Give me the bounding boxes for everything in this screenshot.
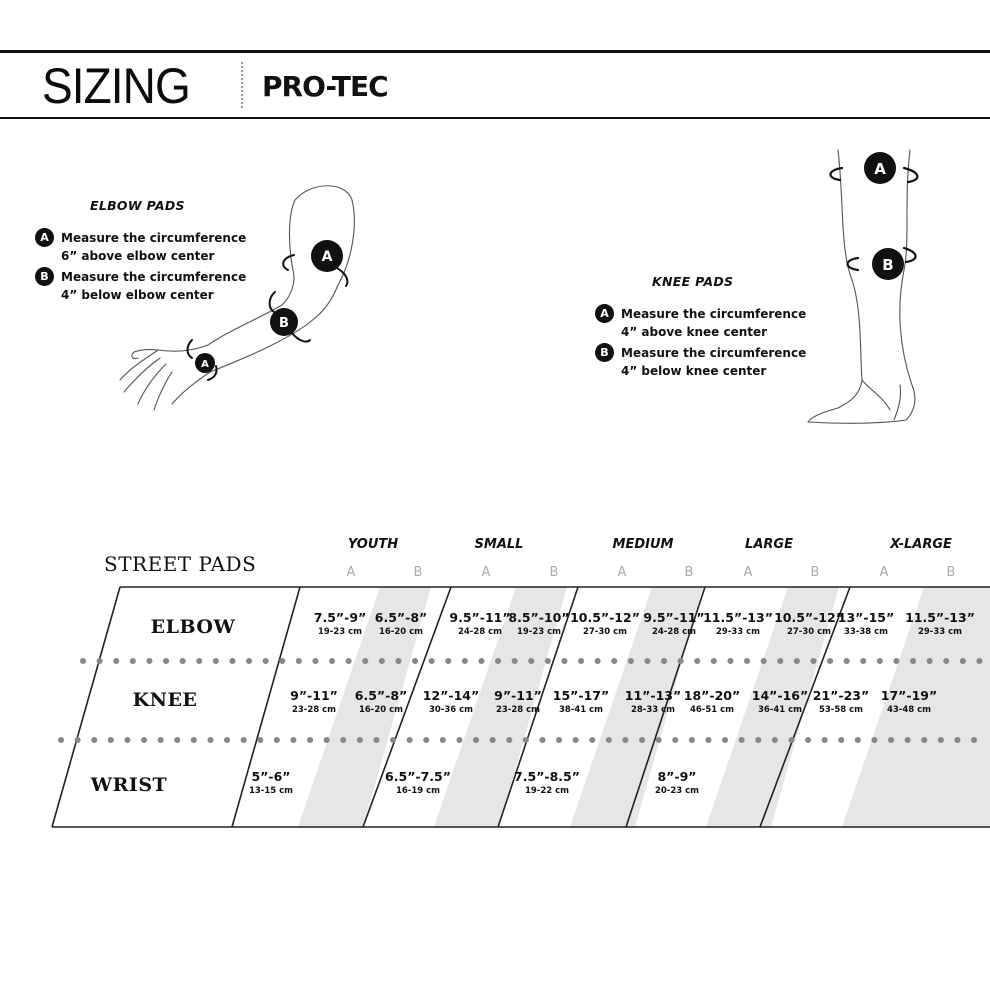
table-cell: 11.5”-13”29-33 cm bbox=[703, 610, 773, 637]
knee-step-b-text: Measure the circumference 4” below knee … bbox=[621, 346, 807, 378]
elbow-step-a-text: Measure the circumference 6” above elbow… bbox=[61, 231, 247, 263]
knee-pads-title: KNEE PADS bbox=[652, 274, 734, 289]
table-cell: 9”-11”23-28 cm bbox=[290, 688, 338, 715]
col-letter-a: A bbox=[481, 565, 491, 580]
elbow-pads-title: ELBOW PADS bbox=[90, 198, 185, 213]
row-label-wrist: WRIST bbox=[90, 774, 168, 796]
table-cell: 6.5”-8”16-20 cm bbox=[374, 610, 428, 637]
badge-a: A bbox=[595, 304, 614, 323]
table-cell: 8.5”-10”19-23 cm bbox=[508, 610, 570, 637]
col-letter-b: B bbox=[549, 565, 559, 580]
col-letter-a: A bbox=[879, 565, 889, 580]
table-cell: 7.5”-8.5”19-22 cm bbox=[514, 769, 580, 796]
table-cell: 5”-6”13-15 cm bbox=[248, 769, 294, 796]
col-letter-a: A bbox=[743, 565, 753, 580]
badge-a: A bbox=[35, 228, 54, 247]
badge-b: B bbox=[35, 267, 54, 286]
table-cell: 9.5”-11”24-28 cm bbox=[449, 610, 511, 637]
arm-marker-upper: A bbox=[322, 249, 333, 265]
table-cell: 14”-16”36-41 cm bbox=[751, 688, 809, 715]
arm-marker-wrist: A bbox=[201, 359, 209, 370]
arm-illustration: A B A bbox=[119, 185, 355, 411]
knee-step-a-text: Measure the circumference 4” above knee … bbox=[621, 307, 807, 339]
header-divider bbox=[241, 62, 243, 108]
leg-illustration: A B bbox=[807, 149, 919, 424]
arm-marker-lower: B bbox=[279, 316, 289, 331]
col-letter-b: B bbox=[413, 565, 423, 580]
col-letter-a: A bbox=[617, 565, 627, 580]
page-title: SIZING bbox=[42, 58, 191, 114]
table-cell: 6.5”-8”16-20 cm bbox=[354, 688, 408, 715]
table-cell: 10.5”-12”27-30 cm bbox=[774, 610, 844, 637]
elbow-step-b-text: Measure the circumference 4” below elbow… bbox=[61, 270, 247, 302]
col-letter-b: B bbox=[810, 565, 820, 580]
knee-step-b: B Measure the circumference 4” below kne… bbox=[595, 343, 807, 380]
badge-b: B bbox=[595, 343, 614, 362]
leg-marker-upper: A bbox=[874, 160, 886, 178]
brand-logo: PRO-TEC bbox=[262, 70, 389, 103]
elbow-step-b: B Measure the circumference 4” below elb… bbox=[35, 267, 247, 304]
size-large: LARGE bbox=[745, 537, 793, 552]
table-cell: 12”-14”30-36 cm bbox=[422, 688, 480, 715]
col-letter-b: B bbox=[684, 565, 694, 580]
leg-marker-lower: B bbox=[882, 256, 893, 274]
table-cell: 8”-9”20-23 cm bbox=[654, 769, 700, 796]
table-cell: 10.5”-12”27-30 cm bbox=[570, 610, 640, 637]
table-cell: 17”-19”43-48 cm bbox=[880, 688, 938, 715]
size-medium: MEDIUM bbox=[612, 537, 674, 552]
header-top-rule bbox=[0, 50, 990, 53]
table-cell: 6.5”-7.5”16-19 cm bbox=[385, 769, 451, 796]
col-letter-b: B bbox=[946, 565, 956, 580]
col-letter-a: A bbox=[346, 565, 356, 580]
knee-step-a: A Measure the circumference 4” above kne… bbox=[595, 304, 807, 341]
row-label-elbow: ELBOW bbox=[150, 616, 236, 638]
table-cell: 11”-13”28-33 cm bbox=[624, 688, 682, 715]
elbow-step-a: A Measure the circumference 6” above elb… bbox=[35, 228, 247, 265]
table-cell: 13”-15”33-38 cm bbox=[837, 610, 895, 637]
table-cell: 15”-17”38-41 cm bbox=[552, 688, 610, 715]
table-cell: 9.5”-11”24-28 cm bbox=[643, 610, 705, 637]
header-bottom-rule bbox=[0, 117, 990, 119]
table-cell: 11.5”-13”29-33 cm bbox=[905, 610, 975, 637]
table-cell: 9”-11”23-28 cm bbox=[494, 688, 542, 715]
size-youth: YOUTH bbox=[347, 537, 399, 552]
table-cell: 21”-23”53-58 cm bbox=[812, 688, 870, 715]
size-x-large: X-LARGE bbox=[890, 537, 952, 552]
table-cell: 18”-20”46-51 cm bbox=[683, 688, 741, 715]
row-label-knee: KNEE bbox=[132, 689, 198, 711]
size-small: SMALL bbox=[474, 537, 524, 552]
table-title: STREET PADS bbox=[104, 552, 257, 576]
table-cell: 7.5”-9”19-23 cm bbox=[313, 610, 367, 637]
